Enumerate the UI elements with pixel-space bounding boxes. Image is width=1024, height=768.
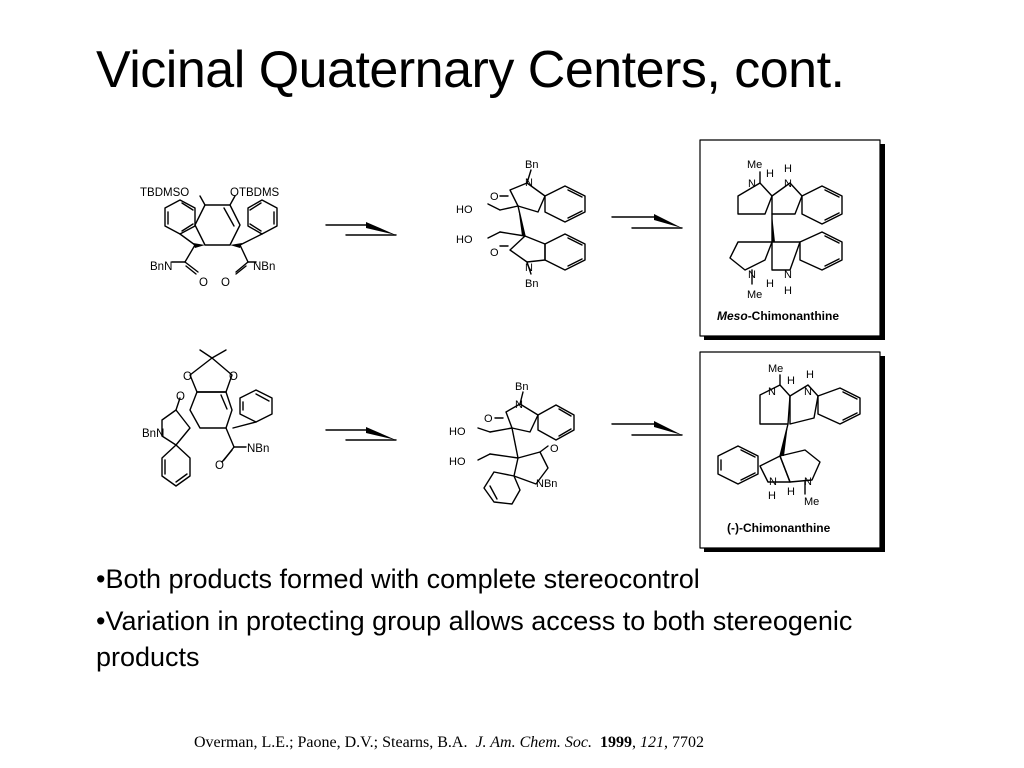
- row1-int-bottom-ho: HO: [456, 234, 473, 246]
- row1-int-top-bn: Bn: [525, 159, 538, 171]
- row1-prod-bottom-nh-h: H: [784, 285, 792, 297]
- row2-arrow-2: [611, 423, 683, 436]
- row1-prod-top-nh-h: H: [784, 163, 792, 175]
- row1-arrow-1: [325, 224, 397, 236]
- row2-prod-top-h-center: H: [787, 375, 795, 387]
- row2-int-top-o: O: [484, 413, 493, 425]
- row2-prod-top-n-left: N: [768, 386, 776, 398]
- citation-volume: 121: [640, 734, 665, 751]
- row1-prod-top-h-center: H: [766, 168, 774, 180]
- row2-prod-top-me: Me: [768, 363, 783, 375]
- row2-sm-acetonide-o-right: O: [229, 371, 238, 383]
- row1-arrow-2: [611, 216, 683, 229]
- row1-product-name-prefix: Meso: [717, 309, 748, 323]
- row2-sm-amide-o: O: [215, 460, 224, 472]
- row2-product-structure: [717, 374, 861, 495]
- row2-sm-oxindole-n: BnN: [142, 428, 164, 440]
- row1-prod-bottom-n-left: N: [748, 269, 756, 281]
- citation-year: 1999: [600, 734, 633, 751]
- row2-sm-acetonide-o-left: O: [183, 371, 192, 383]
- citation-authors: Overman, L.E.; Paone, D.V.; Stearns, B.A…: [194, 734, 468, 751]
- row2-int-top-ho: HO: [449, 426, 466, 438]
- row1-prod-bottom-me: Me: [747, 289, 762, 301]
- row2-intermediate-structure: [477, 391, 575, 505]
- citation-journal: J. Am. Chem. Soc.: [475, 734, 593, 751]
- row1-sm-left-amide-n: BnN: [150, 261, 172, 273]
- row2-sm-oxindole-o: O: [176, 391, 185, 403]
- row2-prod-top-n-right: N: [804, 386, 812, 398]
- row2-sm-amide-n: NBn: [247, 443, 269, 455]
- row1-int-bottom-bn: Bn: [525, 278, 538, 290]
- row2-arrow-1: [325, 429, 397, 441]
- citation-separator: ,: [632, 734, 637, 751]
- row1-int-top-o: O: [490, 191, 499, 203]
- row1-prod-top-n-right: N: [784, 178, 792, 190]
- bullet-item-protecting-group: •Variation in protecting group allows ac…: [96, 606, 853, 672]
- row1-prod-bottom-n-right: N: [784, 269, 792, 281]
- bullet-item-stereocontrol: •Both products formed with complete ster…: [96, 564, 700, 594]
- row1-sm-left-ether: TBDMSO: [140, 187, 189, 199]
- row1-int-bottom-n: N: [525, 262, 533, 274]
- slide-title: Vicinal Quaternary Centers, cont.: [96, 41, 845, 99]
- row2-prod-bottom-n-right: N: [804, 476, 812, 488]
- row2-int-bottom-o: O: [550, 443, 559, 455]
- row2-prod-top-nh-h: H: [806, 369, 814, 381]
- row2-int-bottom-ho: HO: [449, 456, 466, 468]
- row1-sm-right-carbonyl-o: O: [221, 277, 230, 289]
- row1-sm-left-carbonyl-o: O: [199, 277, 208, 289]
- row2-prod-bottom-n-left: N: [769, 476, 777, 488]
- row1-starting-material-structure: [164, 195, 278, 275]
- reaction-scheme: TBDMSO OTBDMS BnN NBn O O Bn N O HO HO O…: [140, 139, 885, 552]
- row2-int-top-bn: Bn: [515, 381, 528, 393]
- row2-prod-bottom-h-center: H: [787, 486, 795, 498]
- row1-sm-right-ether: OTBDMS: [230, 187, 280, 199]
- row1-intermediate-structure: [487, 169, 586, 275]
- row1-sm-right-amide-n: NBn: [253, 261, 275, 273]
- row2-prod-bottom-nh-h: H: [768, 490, 776, 502]
- row2-product-name: (-)-Chimonanthine: [727, 521, 831, 535]
- row2-int-bottom-nbn: NBn: [536, 478, 557, 490]
- row1-product-structure: [729, 171, 843, 285]
- row2-prod-bottom-me: Me: [804, 496, 819, 508]
- citation: Overman, L.E.; Paone, D.V.; Stearns, B.A…: [194, 734, 704, 752]
- row2-int-top-n: N: [515, 399, 523, 411]
- row1-int-top-ho: HO: [456, 204, 473, 216]
- row1-int-bottom-o: O: [490, 247, 499, 259]
- row1-prod-top-me: Me: [747, 159, 762, 171]
- row1-prod-bottom-h-center: H: [766, 278, 774, 290]
- row1-product-name: Meso-Chimonanthine: [717, 309, 839, 323]
- citation-pages: , 7702: [664, 734, 705, 751]
- row1-product-name-suffix: -Chimonanthine: [748, 309, 840, 323]
- bullet-list: •Both products formed with complete ster…: [96, 561, 956, 681]
- row1-prod-top-n-left: N: [748, 178, 756, 190]
- row2-starting-material-structure: [161, 349, 273, 487]
- row1-int-top-n: N: [525, 177, 533, 189]
